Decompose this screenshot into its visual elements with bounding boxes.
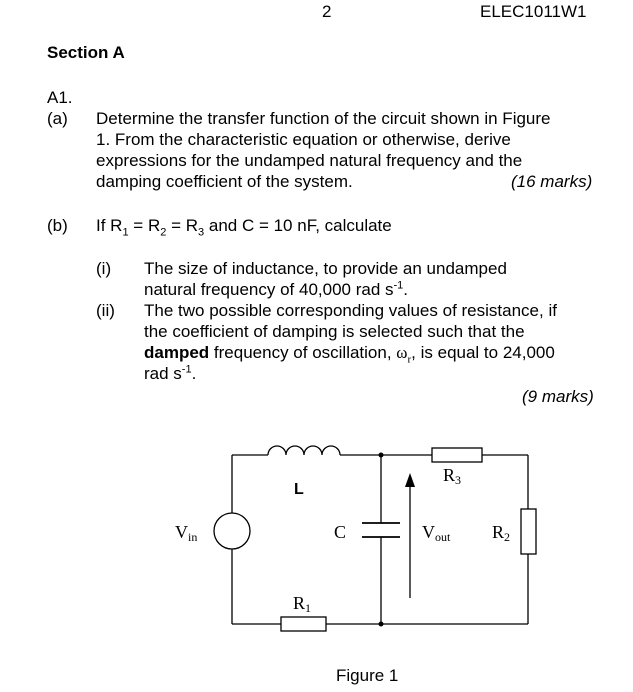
sub-ii-line-2: the coefficient of damping is selected s… <box>144 322 525 341</box>
label-capacitor: C <box>334 522 346 542</box>
label-r3: R3 <box>443 465 461 487</box>
sub-i-label: (i) <box>96 259 112 278</box>
label-vout: Vout <box>422 522 451 544</box>
junction-dot-top <box>378 452 384 458</box>
section-title: Section A <box>47 43 125 62</box>
question-label: A1. <box>47 88 73 107</box>
sub-ii-label: (ii) <box>96 301 115 320</box>
resistor-r1 <box>280 616 327 632</box>
label-vin: Vin <box>175 522 197 544</box>
resistor-r2 <box>520 508 537 555</box>
part-a-label: (a) <box>47 109 68 128</box>
part-a-text: Determine the transfer function of the c… <box>96 109 606 193</box>
part-a-line-1: Determine the transfer function of the c… <box>96 109 551 128</box>
label-r2: R2 <box>492 522 510 544</box>
part-a-line-3: expressions for the undamped natural fre… <box>96 151 523 170</box>
part-b-label: (b) <box>47 216 68 235</box>
sub-ii-line-4: rad s-1. <box>144 363 197 383</box>
inductor-coil <box>267 445 341 456</box>
part-a-line-2: 1. From the characteristic equation or o… <box>96 130 511 149</box>
voltage-source <box>213 512 251 550</box>
junction-dot-bottom <box>378 621 384 627</box>
sub-ii-line-1: The two possible corresponding values of… <box>144 301 557 320</box>
label-inductor: L <box>294 481 304 498</box>
page-number: 2 <box>322 2 332 21</box>
sub-i-line-1: The size of inductance, to provide an un… <box>144 259 507 278</box>
label-r1: R1 <box>293 593 311 615</box>
part-b-intro: If R1 = R2 = R3 and C = 10 nF, calculate <box>96 216 392 239</box>
part-b-marks: (9 marks) <box>522 387 594 406</box>
part-a-line-4: damping coefficient of the system. <box>96 172 353 191</box>
resistor-r3 <box>431 447 483 463</box>
part-a-marks: (16 marks) <box>511 172 593 191</box>
course-code: ELEC1011W1 <box>480 2 587 21</box>
sub-i-line-2: natural frequency of 40,000 rad s-1. <box>144 279 409 299</box>
figure-caption: Figure 1 <box>336 666 399 685</box>
vout-arrow-head <box>405 473 415 487</box>
sub-ii-line-3: damped frequency of oscillation, ωr, is … <box>144 343 555 366</box>
